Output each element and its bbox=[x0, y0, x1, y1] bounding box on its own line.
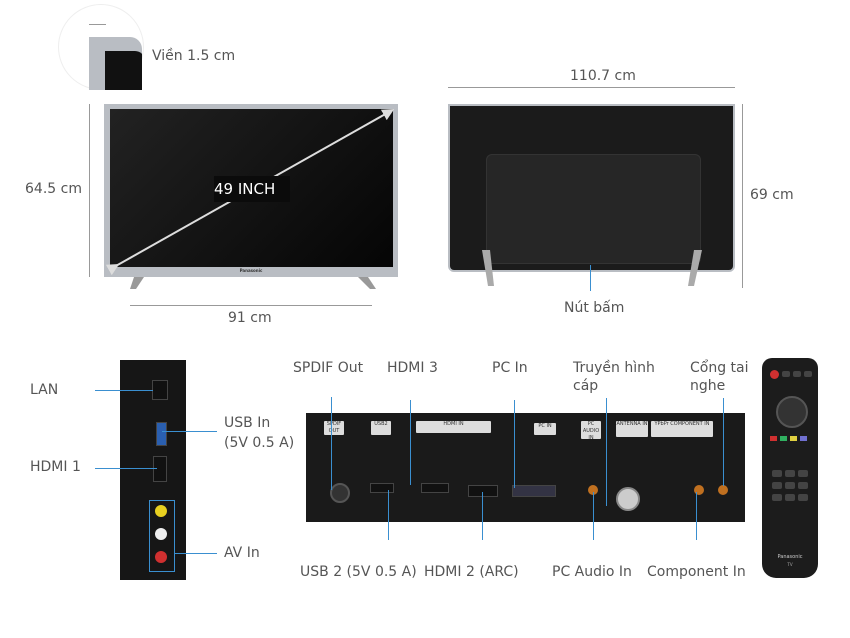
tv-stand bbox=[130, 277, 376, 289]
back-panel bbox=[486, 154, 701, 264]
component-callout bbox=[696, 492, 697, 540]
front-height-label: 64.5 cm bbox=[25, 181, 82, 197]
usb-callout bbox=[162, 431, 217, 432]
tag-usb: USB2 bbox=[371, 421, 391, 435]
spdif-callout bbox=[331, 397, 332, 490]
remote-brand: Panasonic bbox=[777, 554, 803, 560]
tag-hdmi: HDMI IN bbox=[416, 421, 491, 433]
tag-pc: PC IN bbox=[534, 423, 556, 435]
pc-in-label: PC In bbox=[492, 360, 528, 376]
bezel-label: Viền 1.5 cm bbox=[152, 48, 236, 64]
headphone-label-line1: Cổng tai bbox=[690, 360, 749, 376]
usb-port bbox=[156, 422, 167, 446]
av-in-label: AV In bbox=[224, 545, 260, 561]
width-dimension-line bbox=[130, 305, 372, 306]
headphone-callout bbox=[723, 398, 724, 486]
lan-port bbox=[152, 380, 168, 400]
cable-callout bbox=[606, 398, 607, 506]
pc-audio-callout bbox=[593, 492, 594, 540]
front-width-label: 91 cm bbox=[228, 310, 272, 326]
component-label: Component In bbox=[647, 564, 746, 580]
button-callout-line bbox=[590, 265, 591, 291]
tag-spdif: SPDIF OUT bbox=[324, 421, 344, 435]
back-width-label: 110.7 cm bbox=[570, 68, 636, 84]
side-port-panel bbox=[120, 360, 186, 580]
pc-audio-port bbox=[588, 485, 598, 495]
dpad-icon bbox=[776, 396, 808, 428]
cable-tv-label-line2: cáp bbox=[573, 378, 599, 394]
back-height-label: 69 cm bbox=[750, 187, 794, 203]
diagonal-label: 49 INCH bbox=[214, 180, 276, 198]
hdmi1-port bbox=[153, 456, 167, 482]
hdmi3-port bbox=[421, 483, 449, 493]
cable-tv-label-line1: Truyền hình bbox=[573, 360, 655, 376]
spdif-label: SPDIF Out bbox=[293, 360, 364, 376]
spdif-port bbox=[330, 483, 350, 503]
bottom-port-panel: SPDIF OUT USB2 HDMI IN PC IN PC AUDIO IN… bbox=[306, 413, 745, 522]
usb-in-label-line2: (5V 0.5 A) bbox=[224, 435, 295, 451]
back-stand bbox=[482, 250, 702, 286]
hdmi3-callout bbox=[410, 400, 411, 485]
remote-control: Panasonic TV bbox=[762, 358, 818, 578]
remote-sub: TV bbox=[787, 562, 793, 567]
headphone-port bbox=[718, 485, 728, 495]
hdmi3-label: HDMI 3 bbox=[387, 360, 438, 376]
back-height-dimension-line bbox=[742, 104, 743, 288]
av-ports bbox=[149, 500, 175, 572]
button-label: Nút bấm bbox=[564, 300, 625, 316]
power-button-icon bbox=[770, 370, 779, 379]
tag-pc-audio: PC AUDIO IN bbox=[581, 421, 601, 441]
tv-back bbox=[448, 104, 735, 272]
usb2-port bbox=[370, 483, 394, 493]
headphone-label-line2: nghe bbox=[690, 378, 726, 394]
usb2-callout bbox=[388, 490, 389, 540]
pc-audio-label: PC Audio In bbox=[552, 564, 632, 580]
hdmi2-port bbox=[468, 485, 498, 497]
hdmi2-label: HDMI 2 (ARC) bbox=[424, 564, 519, 580]
antenna-port bbox=[616, 487, 640, 511]
hdmi2-callout bbox=[482, 492, 483, 540]
pc-in-port bbox=[512, 485, 556, 497]
pc-in-callout bbox=[514, 400, 515, 488]
usb-in-label-line1: USB In bbox=[224, 415, 271, 431]
lan-label: LAN bbox=[30, 382, 59, 398]
back-width-dimension-line bbox=[448, 87, 735, 88]
lan-callout bbox=[95, 390, 153, 391]
height-dimension-line bbox=[89, 104, 90, 277]
av-callout bbox=[174, 553, 217, 554]
tag-component: YPbPr COMPONENT IN bbox=[651, 421, 713, 437]
hdmi1-callout bbox=[95, 468, 157, 469]
diagonal-arrow bbox=[105, 109, 395, 276]
bezel-dimension-line bbox=[89, 24, 106, 25]
tag-antenna: ANTENNA IN bbox=[616, 421, 648, 437]
usb2-label: USB 2 (5V 0.5 A) bbox=[300, 564, 417, 580]
component-port bbox=[694, 485, 704, 495]
hdmi1-label: HDMI 1 bbox=[30, 459, 81, 475]
bezel-corner bbox=[89, 37, 142, 90]
